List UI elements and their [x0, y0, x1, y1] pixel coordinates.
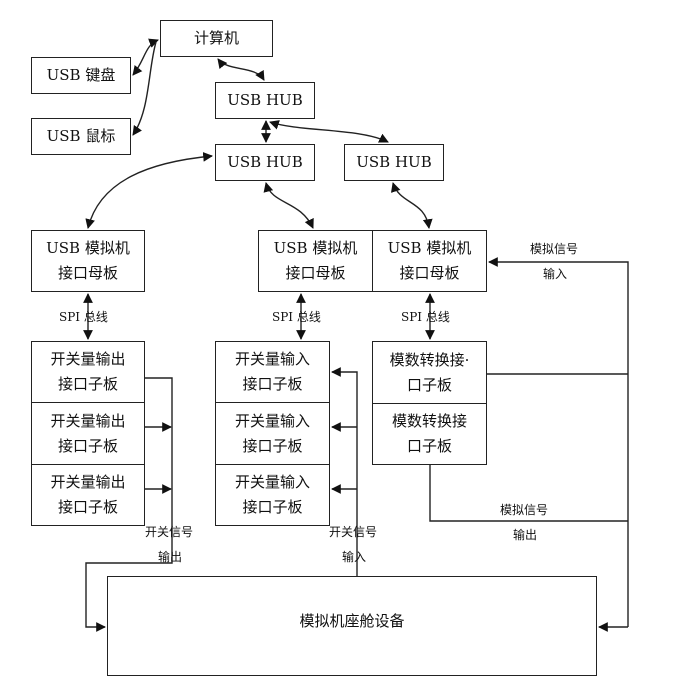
board-line1: 开关量输入	[234, 411, 310, 430]
computer-mouse-link	[132, 41, 157, 136]
cockpit-label: 模拟机座舱设备	[299, 611, 405, 630]
board-line1: 开关量输出	[50, 350, 126, 368]
board-line1: 开关量输入	[234, 473, 310, 491]
board-line2: 口子板	[406, 437, 452, 455]
board-line2: 接口子板	[57, 375, 118, 393]
board-line2: 接口子板	[57, 498, 118, 516]
mouse-label: USB 鼠标	[46, 127, 116, 145]
analog-output-label-1: 模拟信号	[500, 503, 549, 517]
usb-hub-1: USB HUB	[215, 82, 315, 119]
mother-board-2: USB 模拟机接口母板	[258, 230, 373, 292]
mother-board-line2: 接口母板	[285, 264, 346, 282]
switch-output-board-1: 开关量输出接口子板	[31, 341, 145, 403]
board-line2: 接口子板	[242, 436, 303, 455]
mother-board-1: USB 模拟机接口母板	[31, 230, 145, 292]
hub2-mb1-link	[85, 151, 213, 229]
switch-output-board-2: 开关量输出接口子板	[31, 402, 145, 465]
mother-board-line2: 接口母板	[399, 264, 460, 282]
spi-bus-label-3: SPI 总线	[401, 310, 450, 324]
mother-board-3: USB 模拟机接口母板	[372, 230, 487, 292]
mother-board-line2: 接口母板	[57, 264, 118, 282]
hub-label: USB HUB	[227, 153, 303, 171]
board-line2: 接口子板	[57, 436, 118, 455]
board-line1: 开关量输出	[50, 411, 126, 430]
switch-input-board-2: 开关量输入接口子板	[215, 402, 330, 465]
switch-output-label-1: 开关信号	[145, 525, 194, 539]
mother-board-line1: USB 模拟机	[46, 239, 130, 257]
hub2-mb2-link	[263, 182, 314, 229]
hub1-hub3-link	[269, 120, 389, 143]
switch-input-label-2: 输入	[342, 550, 367, 564]
board-line2: 口子板	[406, 375, 452, 394]
switch-output-label-2: 输出	[158, 550, 183, 564]
usb-hub-2: USB HUB	[215, 144, 315, 181]
mother-board-line1: USB 模拟机	[273, 239, 358, 257]
board-line1: 模数转换接·	[389, 350, 470, 369]
board-line2: 接口子板	[242, 498, 303, 516]
mother-board-line1: USB 模拟机	[387, 239, 472, 257]
board-line1: 开关量输入	[234, 350, 310, 368]
board-line2: 接口子板	[242, 375, 303, 393]
switch-input-label-1: 开关信号	[329, 525, 378, 539]
hub3-mb3-link	[391, 182, 433, 229]
usb-hub-3: USB HUB	[344, 144, 444, 181]
analog-output-label-2: 输出	[513, 528, 538, 542]
board-line1: 模数转换接	[391, 412, 467, 430]
analog-output-line	[429, 465, 628, 522]
spi-bus-label-2: SPI 总线	[272, 310, 321, 324]
switch-input-board-3: 开关量输入接口子板	[215, 464, 330, 526]
keyboard-label: USB 键盘	[46, 66, 116, 84]
computer-hub1-link	[217, 58, 265, 81]
computer-keyboard-link	[132, 38, 159, 76]
analog-input-label-1: 模拟信号	[530, 242, 579, 256]
ad-board-2: 模数转换接口子板	[372, 403, 487, 465]
ad-board-1: 模数转换接· 口子板	[372, 341, 487, 404]
usb-mouse-box: USB 鼠标	[31, 118, 131, 155]
switch-output-bus	[85, 377, 173, 632]
board-line1: 开关量输出	[50, 473, 126, 491]
cockpit-equipment-box: 模拟机座舱设备	[107, 576, 597, 676]
usb-keyboard-box: USB 键盘	[31, 57, 131, 94]
hub-label: USB HUB	[356, 153, 432, 171]
analog-input-label-2: 输入	[543, 267, 568, 281]
switch-output-board-3: 开关量输出接口子板	[31, 464, 145, 526]
analog-input-line	[488, 257, 629, 627]
hub-label: USB HUB	[227, 91, 303, 109]
computer-label: 计算机	[193, 29, 239, 47]
switch-input-board-1: 开关量输入接口子板	[215, 341, 330, 403]
computer-box: 计算机	[160, 20, 273, 57]
switch-input-bus	[331, 367, 358, 576]
spi-bus-label-1: SPI 总线	[59, 310, 108, 324]
